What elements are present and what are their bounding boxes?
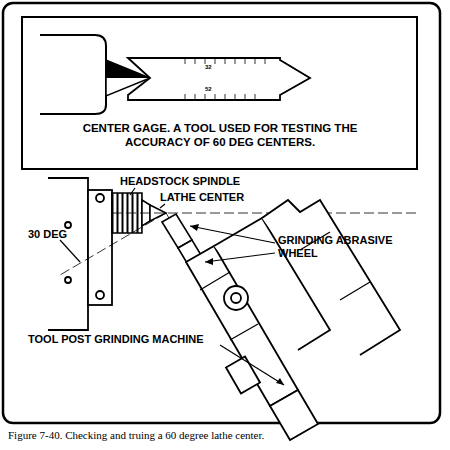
- center-line: [112, 213, 420, 214]
- gage-panel: [22, 17, 417, 169]
- scale-number: 32: [205, 64, 225, 71]
- center-gage: [128, 58, 310, 100]
- angle-line: [60, 213, 166, 275]
- part-label: GRINDING ABRASIVE WHEEL: [278, 234, 418, 260]
- gage-note: CENTER GAGE. A TOOL USED FOR TESTING THE…: [50, 122, 390, 150]
- scale-number: 52: [205, 86, 225, 93]
- part-label: TOOL POST GRINDING MACHINE: [28, 333, 228, 346]
- part-label: HEADSTOCK SPINDLE: [120, 175, 280, 188]
- gage-point: [280, 60, 310, 95]
- figure-caption: Figure 7-40. Checking and truing a 60 de…: [8, 429, 442, 441]
- leader-lines: [60, 188, 284, 385]
- headstock: [48, 178, 112, 330]
- headstock-body: [40, 35, 106, 114]
- outer-frame: [3, 3, 440, 423]
- angle-label: 30 DEG: [28, 228, 108, 241]
- gage-scale: [185, 58, 265, 100]
- arrowheads: [190, 224, 284, 385]
- part-label: LATHE CENTER: [160, 191, 300, 204]
